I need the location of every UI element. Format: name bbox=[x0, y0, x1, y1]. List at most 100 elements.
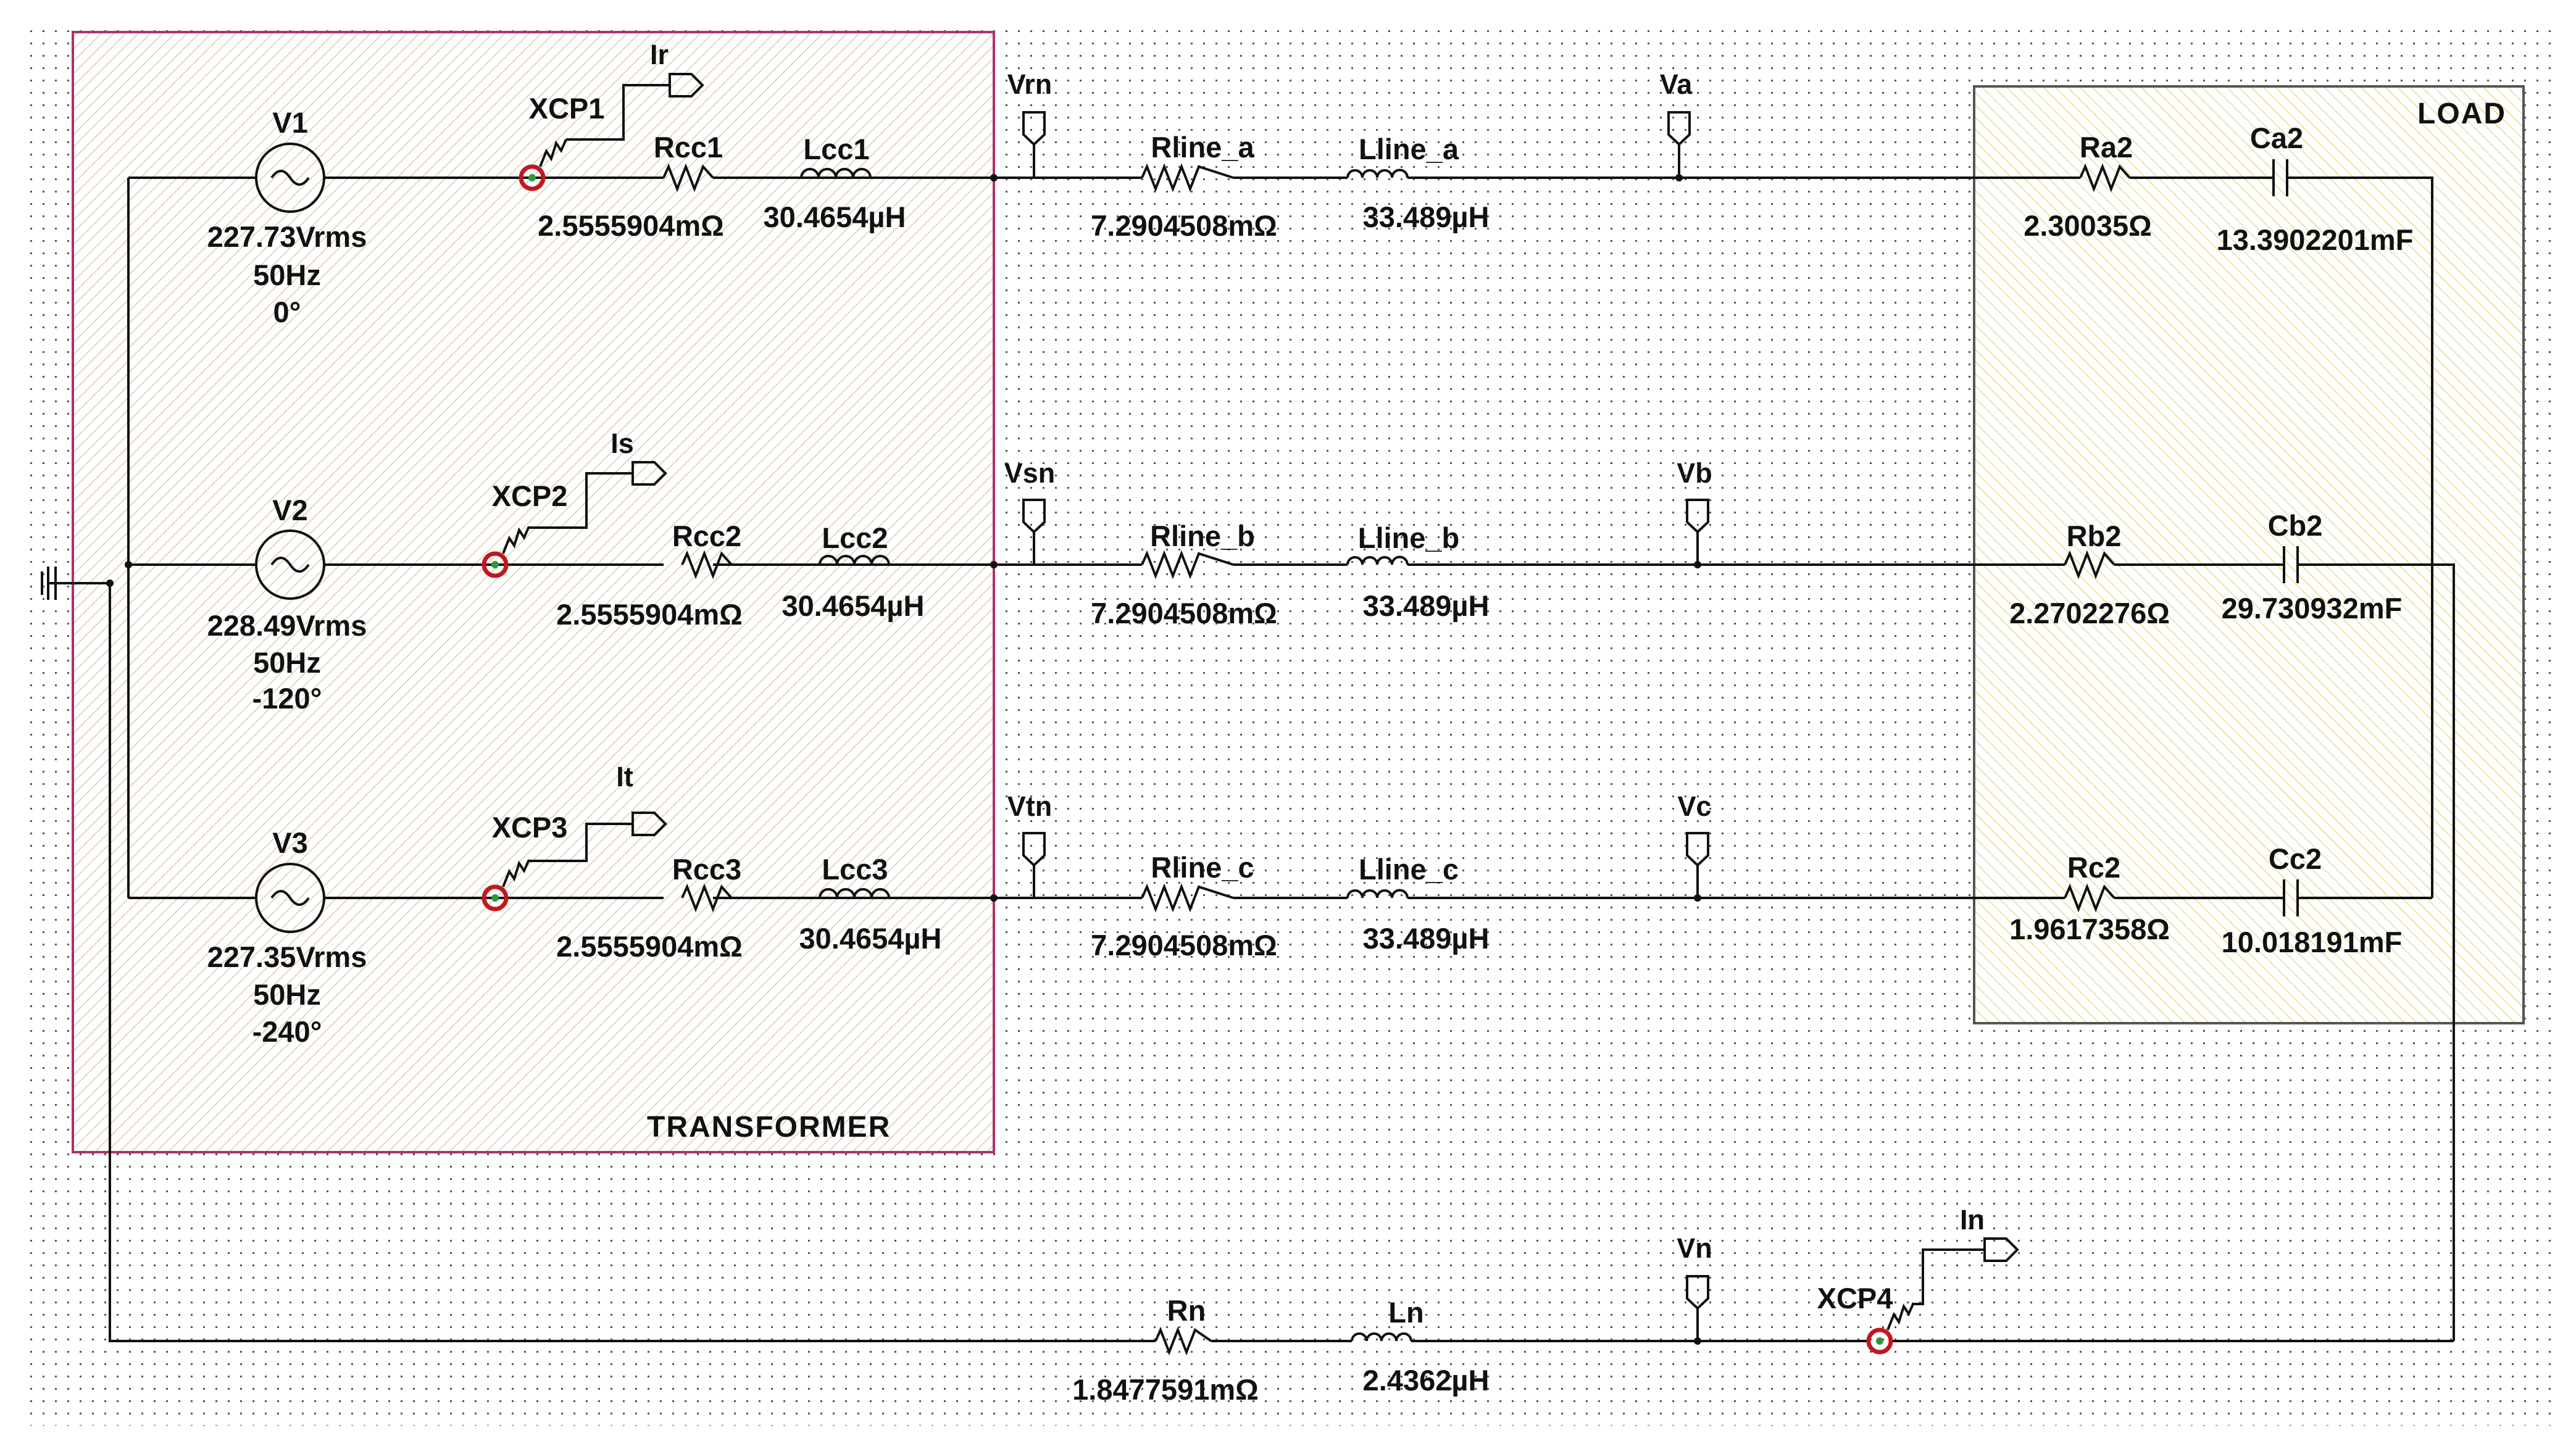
inductor-value: 30.4654µH bbox=[764, 201, 906, 233]
probe-ref: XCP2 bbox=[492, 480, 568, 512]
source-frequency: 50Hz bbox=[253, 646, 321, 679]
source-ref: V3 bbox=[272, 826, 308, 859]
inductor-ref: Lline_b bbox=[1358, 521, 1460, 554]
inductor-value: 30.4654µH bbox=[782, 589, 925, 622]
inductor-value: 33.489µH bbox=[1363, 589, 1490, 622]
capacitor-cc2[interactable]: Cc2 10.018191mF bbox=[2222, 842, 2403, 958]
resistor-rn[interactable]: Rn 1.8477591mΩ bbox=[1072, 1294, 1259, 1406]
probe-output-label: It bbox=[616, 761, 633, 792]
inductor-value: 2.4362µH bbox=[1363, 1364, 1490, 1397]
resistor-value: 7.2904508mΩ bbox=[1091, 929, 1277, 961]
source-ref: V2 bbox=[272, 494, 308, 526]
inductor-lline-a[interactable]: Lline_a 33.489µH bbox=[1346, 133, 1490, 233]
ground-symbol[interactable] bbox=[41, 567, 114, 600]
source-ref: V1 bbox=[272, 106, 308, 139]
transformer-label: TRANSFORMER bbox=[647, 1111, 891, 1144]
source-voltage: 227.73Vrms bbox=[207, 220, 367, 253]
source-phase: 0° bbox=[273, 296, 301, 328]
voltage-probe-vn[interactable]: Vn bbox=[1677, 1232, 1712, 1341]
source-frequency: 50Hz bbox=[253, 259, 321, 291]
capacitor-value: 10.018191mF bbox=[2222, 926, 2403, 958]
resistor-rline-c[interactable]: Rline_c 7.2904508mΩ bbox=[1091, 851, 1277, 961]
voltage-probe-vc[interactable]: Vc bbox=[1677, 791, 1712, 898]
inductor-lline-c[interactable]: Lline_c 33.489µH bbox=[1346, 853, 1490, 955]
voltage-probe-vb[interactable]: Vb bbox=[1677, 457, 1712, 565]
resistor-rb2[interactable]: Rb2 2.2702276Ω bbox=[2009, 520, 2170, 629]
source-v2[interactable]: V2 228.49Vrms 50Hz -120° bbox=[207, 494, 367, 715]
inductor-ref: Lcc2 bbox=[822, 521, 888, 554]
resistor-ref: Rc2 bbox=[2067, 851, 2120, 884]
resistor-ref: Rline_b bbox=[1150, 520, 1255, 552]
probe-ref: XCP1 bbox=[529, 92, 605, 125]
probe-label: Vrn bbox=[1007, 69, 1052, 100]
probe-label: Vtn bbox=[1007, 791, 1052, 822]
resistor-rcc2[interactable]: Rcc2 2.5555904mΩ bbox=[556, 520, 743, 631]
capacitor-ref: Ca2 bbox=[2250, 122, 2303, 154]
current-probe-xcp1[interactable]: XCP1 Ir bbox=[519, 39, 704, 191]
probe-output-label: Is bbox=[611, 428, 634, 459]
source-phase: -120° bbox=[252, 682, 322, 715]
inductor-ref: Lline_a bbox=[1359, 133, 1459, 165]
load-label: LOAD bbox=[2417, 98, 2506, 130]
resistor-value: 1.8477591mΩ bbox=[1072, 1373, 1259, 1406]
capacitor-cb2[interactable]: Cb2 29.730932mF bbox=[2222, 509, 2403, 625]
inductor-value: 33.489µH bbox=[1363, 201, 1490, 233]
current-probe-xcp4[interactable]: XCP4 In bbox=[1817, 1204, 2019, 1355]
inductor-ln[interactable]: Ln 2.4362µH bbox=[1351, 1296, 1490, 1397]
resistor-value: 2.5555904mΩ bbox=[538, 209, 724, 242]
inductor-lline-b[interactable]: Lline_b 33.489µH bbox=[1346, 521, 1490, 622]
capacitor-value: 29.730932mF bbox=[2222, 592, 2403, 625]
resistor-rcc3[interactable]: Rcc3 2.5555904mΩ bbox=[556, 853, 743, 963]
resistor-ref: Ra2 bbox=[2080, 131, 2133, 164]
source-voltage: 227.35Vrms bbox=[207, 941, 367, 973]
resistor-value: 1.9617358Ω bbox=[2009, 913, 2170, 945]
resistor-ref: Rcc2 bbox=[672, 520, 741, 552]
inductor-lcc1[interactable]: Lcc1 30.4654µH bbox=[764, 133, 906, 233]
resistor-value: 2.5555904mΩ bbox=[556, 598, 743, 631]
inductor-ref: Ln bbox=[1388, 1296, 1423, 1329]
current-probe-xcp2[interactable]: XCP2 Is bbox=[481, 428, 667, 578]
resistor-ref: Rn bbox=[1167, 1294, 1206, 1327]
voltage-probe-vtn[interactable]: Vtn bbox=[1007, 791, 1052, 898]
probe-label: Va bbox=[1660, 69, 1693, 100]
source-v3[interactable]: V3 227.35Vrms 50Hz -240° bbox=[207, 826, 367, 1048]
voltage-probe-va[interactable]: Va bbox=[1660, 69, 1693, 178]
capacitor-ref: Cb2 bbox=[2268, 509, 2323, 542]
resistor-ref: Rline_c bbox=[1151, 851, 1254, 884]
resistor-rcc1[interactable]: Rcc1 2.5555904mΩ bbox=[538, 131, 724, 242]
resistor-rline-a[interactable]: Rline_a 7.2904508mΩ bbox=[1091, 131, 1277, 242]
resistor-rline-b[interactable]: Rline_b 7.2904508mΩ bbox=[1091, 520, 1277, 629]
inductor-lcc3[interactable]: Lcc3 30.4654µH bbox=[799, 853, 942, 955]
voltage-probe-vsn[interactable]: Vsn bbox=[1004, 457, 1056, 565]
resistor-rc2[interactable]: Rc2 1.9617358Ω bbox=[2009, 851, 2170, 945]
inductor-value: 33.489µH bbox=[1363, 922, 1490, 955]
probe-label: Vb bbox=[1677, 457, 1712, 489]
capacitor-value: 13.3902201mF bbox=[2217, 223, 2414, 256]
resistor-ref: Rline_a bbox=[1151, 131, 1254, 164]
probe-output-label: In bbox=[1960, 1204, 1985, 1235]
resistor-ref: Rcc3 bbox=[672, 853, 741, 886]
capacitor-ref: Cc2 bbox=[2269, 842, 2322, 875]
inductor-ref: Lcc1 bbox=[803, 133, 869, 165]
resistor-value: 2.30035Ω bbox=[2024, 209, 2152, 242]
current-probe-xcp3[interactable]: XCP3 It bbox=[481, 761, 667, 912]
probe-ref: XCP3 bbox=[492, 811, 568, 844]
resistor-ref: Rb2 bbox=[2067, 520, 2122, 552]
voltage-probe-vrn[interactable]: Vrn bbox=[1007, 69, 1052, 178]
resistor-value: 2.5555904mΩ bbox=[556, 930, 743, 963]
source-voltage: 228.49Vrms bbox=[207, 609, 367, 642]
probe-ref: XCP4 bbox=[1817, 1282, 1893, 1314]
capacitor-ca2[interactable]: Ca2 13.3902201mF bbox=[2217, 122, 2414, 256]
inductor-lcc2[interactable]: Lcc2 30.4654µH bbox=[782, 521, 925, 622]
probe-label: Vsn bbox=[1004, 457, 1056, 489]
source-v1[interactable]: V1 227.73Vrms 50Hz 0° bbox=[207, 106, 367, 328]
resistor-ra2[interactable]: Ra2 2.30035Ω bbox=[2024, 131, 2152, 242]
transformer-box[interactable]: TRANSFORMER bbox=[72, 31, 995, 1153]
resistor-value: 7.2904508mΩ bbox=[1091, 597, 1277, 629]
probe-output-label: Ir bbox=[650, 39, 669, 70]
resistor-ref: Rcc1 bbox=[654, 131, 723, 164]
inductor-ref: Lcc3 bbox=[822, 853, 888, 886]
resistor-value: 2.2702276Ω bbox=[2009, 597, 2170, 629]
probe-label: Vc bbox=[1677, 791, 1711, 822]
